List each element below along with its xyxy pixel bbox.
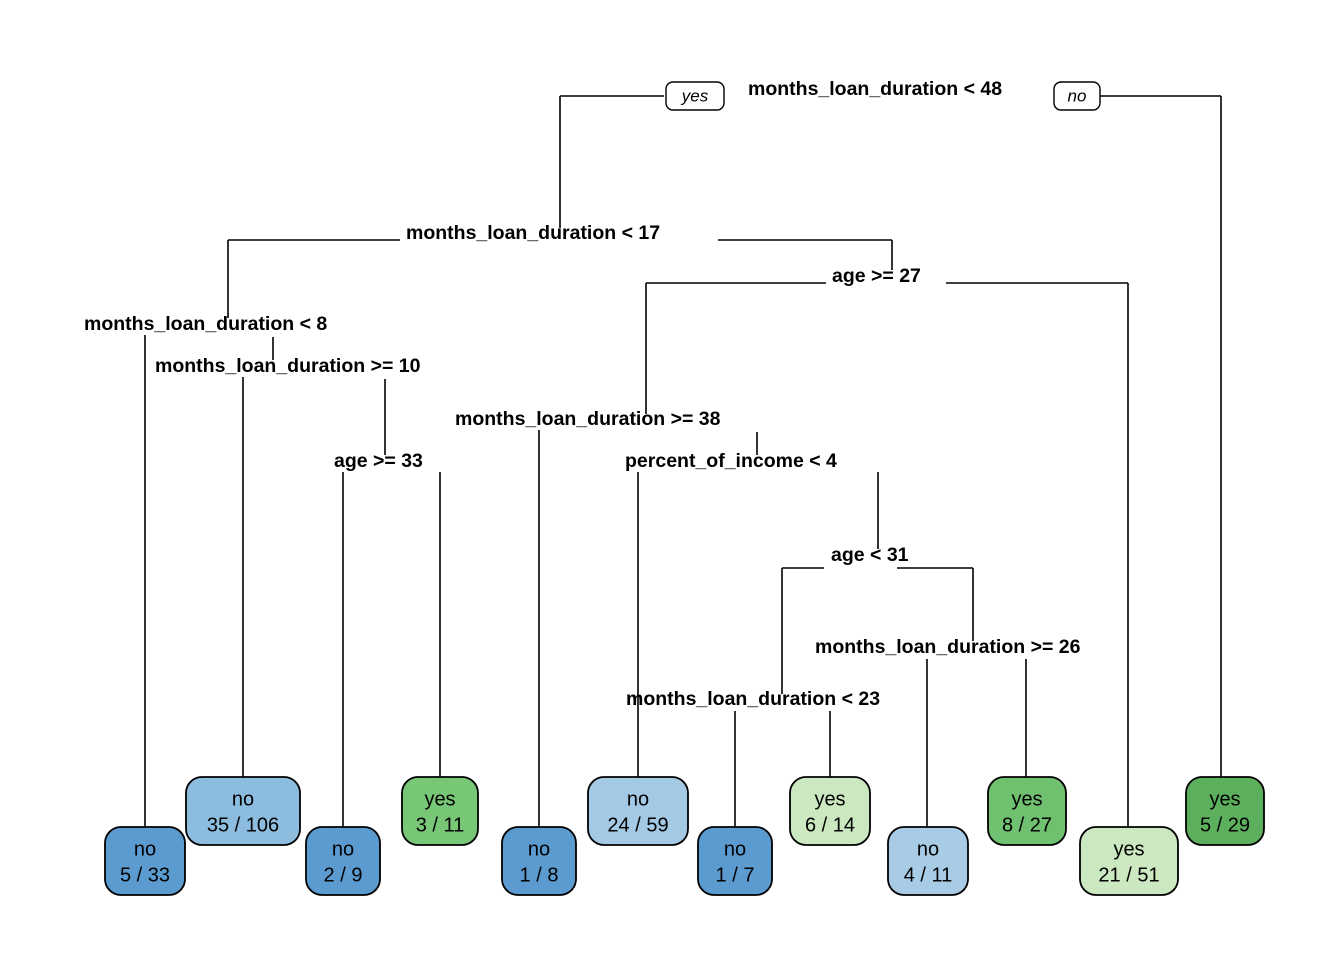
leaf-counts-2-9: 2 / 9 xyxy=(324,864,363,886)
leaf-node: yes 21 / 51 xyxy=(1079,826,1179,896)
leaf-box-2-9 xyxy=(305,826,381,896)
split-label-duration-38: months_loan_duration >= 38 xyxy=(455,408,721,430)
split-label-duration-26: months_loan_duration >= 26 xyxy=(815,636,1081,658)
split-label-duration-8: months_loan_duration < 8 xyxy=(84,313,327,335)
leaf-box-6-14 xyxy=(789,776,871,846)
split-label-percent-income: percent_of_income < 4 xyxy=(625,450,837,472)
split-label-duration-10: months_loan_duration >= 10 xyxy=(155,355,421,377)
leaf-counts-5-33: 5 / 33 xyxy=(120,864,170,886)
leaf-box-8-27 xyxy=(987,776,1067,846)
yes-chip-label: yes xyxy=(681,86,709,105)
leaf-box-1-8 xyxy=(501,826,577,896)
split-label-age-33: age >= 33 xyxy=(334,450,423,472)
leaf-counts-24-59: 24 / 59 xyxy=(607,814,668,836)
tree-edges xyxy=(144,95,1222,827)
tree-leaf-nodes: no 5 / 33 no 35 / 106 no 2 / 9 yes 3 / 1… xyxy=(104,776,1265,896)
leaf-class-1-8: no xyxy=(528,838,550,860)
tree-split-labels: months_loan_duration < 48 months_loan_du… xyxy=(84,78,1081,710)
leaf-box-5-29 xyxy=(1185,776,1265,846)
leaf-counts-21-51: 21 / 51 xyxy=(1098,864,1159,886)
branch-chip-no: no xyxy=(1053,81,1101,111)
leaf-node: yes 8 / 27 xyxy=(987,776,1067,846)
leaf-class-1-7: no xyxy=(724,838,746,860)
leaf-class-5-29: yes xyxy=(1209,788,1240,810)
leaf-node: yes 3 / 11 xyxy=(401,776,479,846)
leaf-counts-1-7: 1 / 7 xyxy=(716,864,755,886)
leaf-box-35-106 xyxy=(185,776,301,846)
leaf-class-3-11: yes xyxy=(424,788,455,810)
leaf-node: yes 5 / 29 xyxy=(1185,776,1265,846)
leaf-node: no 1 / 8 xyxy=(501,826,577,896)
leaf-class-8-27: yes xyxy=(1011,788,1042,810)
leaf-box-4-11 xyxy=(887,826,969,896)
split-label-duration-17: months_loan_duration < 17 xyxy=(406,222,660,244)
leaf-class-24-59: no xyxy=(627,788,649,810)
leaf-counts-1-8: 1 / 8 xyxy=(520,864,559,886)
leaf-node: no 24 / 59 xyxy=(587,776,689,846)
no-chip-box xyxy=(1053,81,1101,111)
leaf-class-5-33: no xyxy=(134,838,156,860)
no-chip-label: no xyxy=(1068,86,1087,105)
leaf-counts-6-14: 6 / 14 xyxy=(805,814,855,836)
leaf-box-1-7 xyxy=(697,826,773,896)
split-label-root: months_loan_duration < 48 xyxy=(748,78,1002,100)
leaf-class-35-106: no xyxy=(232,788,254,810)
leaf-node: no 35 / 106 xyxy=(185,776,301,846)
yes-chip-box xyxy=(665,81,725,111)
leaf-node: no 2 / 9 xyxy=(305,826,381,896)
leaf-class-6-14: yes xyxy=(814,788,845,810)
split-label-age-31: age < 31 xyxy=(831,544,909,566)
leaf-box-21-51 xyxy=(1079,826,1179,896)
leaf-counts-8-27: 8 / 27 xyxy=(1002,814,1052,836)
leaf-box-3-11 xyxy=(401,776,479,846)
leaf-class-21-51: yes xyxy=(1113,838,1144,860)
leaf-counts-35-106: 35 / 106 xyxy=(207,814,279,836)
branch-chip-yes: yes xyxy=(665,81,725,111)
leaf-node: no 5 / 33 xyxy=(104,826,186,896)
leaf-node: no 4 / 11 xyxy=(887,826,969,896)
leaf-class-2-9: no xyxy=(332,838,354,860)
leaf-node: no 1 / 7 xyxy=(697,826,773,896)
leaf-box-24-59 xyxy=(587,776,689,846)
leaf-counts-4-11: 4 / 11 xyxy=(904,864,953,886)
leaf-class-4-11: no xyxy=(917,838,939,860)
split-label-age-27: age >= 27 xyxy=(832,265,921,287)
split-label-duration-23: months_loan_duration < 23 xyxy=(626,688,880,710)
leaf-counts-3-11: 3 / 11 xyxy=(416,814,465,836)
leaf-node: yes 6 / 14 xyxy=(789,776,871,846)
leaf-counts-5-29: 5 / 29 xyxy=(1200,814,1250,836)
leaf-box-5-33 xyxy=(104,826,186,896)
